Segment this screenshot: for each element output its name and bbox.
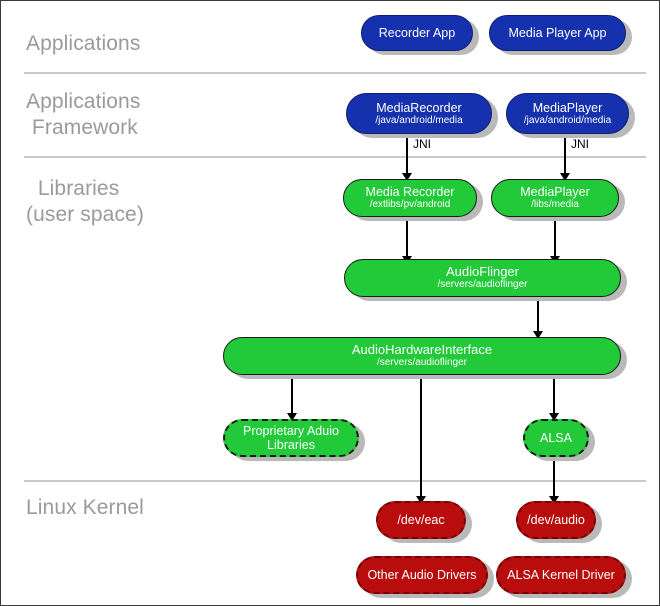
node-subtitle: /libs/media [531, 199, 579, 210]
layer-label-libraries: Libraries (user space) [26, 177, 144, 226]
arrowhead-ahi-alsa [549, 413, 559, 421]
node-subtitle: /java/android/media [375, 114, 463, 126]
arrowhead-mediaplayer-jni [560, 173, 570, 181]
node-title: Media Recorder [365, 185, 455, 199]
node-title: Media Player App [508, 26, 607, 40]
divider-kernel [24, 480, 646, 482]
node-subtitle: /java/android/media [523, 114, 612, 126]
node-audiohardwareinterface[interactable]: AudioHardwareInterface /servers/audiofli… [223, 337, 621, 375]
node-title: MediaPlayer [520, 185, 590, 199]
node-title: Recorder App [378, 26, 456, 40]
node-title: /dev/audio [527, 513, 585, 527]
node-proprietary-audio-libraries[interactable]: Proprietary Aduio Libraries [223, 419, 359, 457]
arrowhead-ahi-dev-eac [416, 496, 426, 504]
node-subtitle: /servers/audioflinger [437, 279, 528, 290]
node-title: MediaPlayer [532, 100, 603, 115]
node-media-recorder-library[interactable]: Media Recorder /extlibs/pv/android [343, 179, 477, 217]
node-title: AudioHardwareInterface [351, 342, 493, 357]
jni-label-left: JNI [413, 137, 431, 151]
arrowhead-ahi-proprietary [287, 413, 297, 421]
node-alsa-kernel-driver[interactable]: ALSA Kernel Driver [496, 556, 626, 594]
node-subtitle: Libraries [267, 438, 315, 452]
node-title: AudioFlinger [446, 264, 519, 279]
node-alsa[interactable]: ALSA [523, 419, 589, 457]
node-other-audio-drivers[interactable]: Other Audio Drivers [356, 556, 488, 594]
node-mediarecorder-framework[interactable]: MediaRecorder /java/android/media [346, 93, 492, 134]
divider-applications [24, 72, 646, 74]
node-title: ALSA Kernel Driver [507, 568, 615, 582]
layer-label-linux-kernel: Linux Kernel [26, 496, 144, 519]
node-audioflinger[interactable]: AudioFlinger /servers/audioflinger [344, 259, 621, 297]
node-title: Proprietary Aduio [243, 424, 339, 438]
connector-mediaplayer-jni [564, 138, 566, 176]
connector-ahi-alsa [553, 374, 555, 416]
arrowhead-alsa-dev-audio [549, 496, 559, 504]
node-dev-audio[interactable]: /dev/audio [516, 501, 596, 539]
connector-mediarecorder-jni [406, 138, 408, 176]
node-subtitle: /servers/audioflinger [376, 357, 468, 368]
connector-audioflinger-ahi [537, 300, 539, 334]
connector-ahi-proprietary [291, 374, 293, 416]
connector-mediarecorder-audioflinger [406, 220, 408, 260]
node-title: /dev/eac [397, 513, 445, 527]
arrowhead-audioflinger-ahi [533, 331, 543, 339]
node-title: Other Audio Drivers [367, 568, 477, 582]
connector-alsa-dev-audio [553, 456, 555, 500]
layer-label-applications-framework: Applications Framework [26, 90, 141, 139]
arrowhead-mediarecorder-jni [402, 173, 412, 181]
divider-framework [24, 156, 646, 158]
node-media-player-library[interactable]: MediaPlayer /libs/media [491, 179, 619, 217]
connector-ahi-dev-eac [420, 374, 422, 500]
jni-label-right: JNI [571, 137, 589, 151]
connector-mediaplayer-audioflinger [554, 220, 556, 260]
node-title: ALSA [540, 431, 572, 445]
node-subtitle: /extlibs/pv/android [369, 199, 451, 210]
node-mediaplayer-framework[interactable]: MediaPlayer /java/android/media [506, 93, 629, 134]
node-dev-eac[interactable]: /dev/eac [376, 501, 466, 539]
node-recorder-app[interactable]: Recorder App [361, 15, 473, 51]
node-title: MediaRecorder [376, 100, 462, 115]
node-media-player-app[interactable]: Media Player App [489, 15, 626, 51]
layer-label-applications: Applications [26, 32, 141, 55]
